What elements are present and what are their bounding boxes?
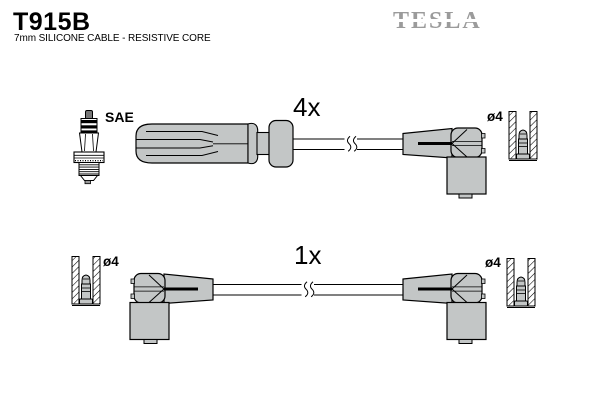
angled-boot-icon [128, 272, 215, 345]
terminal-socket-icon [506, 258, 536, 308]
straight-boot-icon [135, 119, 294, 168]
sae-plug-label: SAE [105, 109, 134, 125]
row2-quantity-label: 1x [294, 240, 322, 270]
row1-quantity-label: 4x [293, 92, 321, 122]
row2-right-terminal-diameter-label: ø4 [485, 255, 501, 270]
terminal-socket-icon [71, 256, 101, 306]
part-number: T915B [13, 8, 91, 36]
spark-plug-icon [73, 110, 105, 185]
cable-break-icon [344, 135, 358, 152]
cable-row1 [290, 135, 406, 152]
brand-logo: TESLA [392, 9, 497, 35]
angled-boot-icon [401, 272, 488, 345]
terminal-socket-icon [508, 111, 538, 161]
brand-logo-stripe-decoration [392, 19, 494, 22]
row1-terminal-diameter-label: ø4 [487, 109, 503, 124]
part-description: 7mm SILICONE CABLE - RESISTIVE CORE [14, 33, 211, 44]
cable-row2 [211, 281, 406, 298]
row2-left-terminal-diameter-label: ø4 [103, 254, 119, 269]
cable-break-icon [301, 281, 315, 298]
angled-boot-icon [401, 126, 488, 200]
